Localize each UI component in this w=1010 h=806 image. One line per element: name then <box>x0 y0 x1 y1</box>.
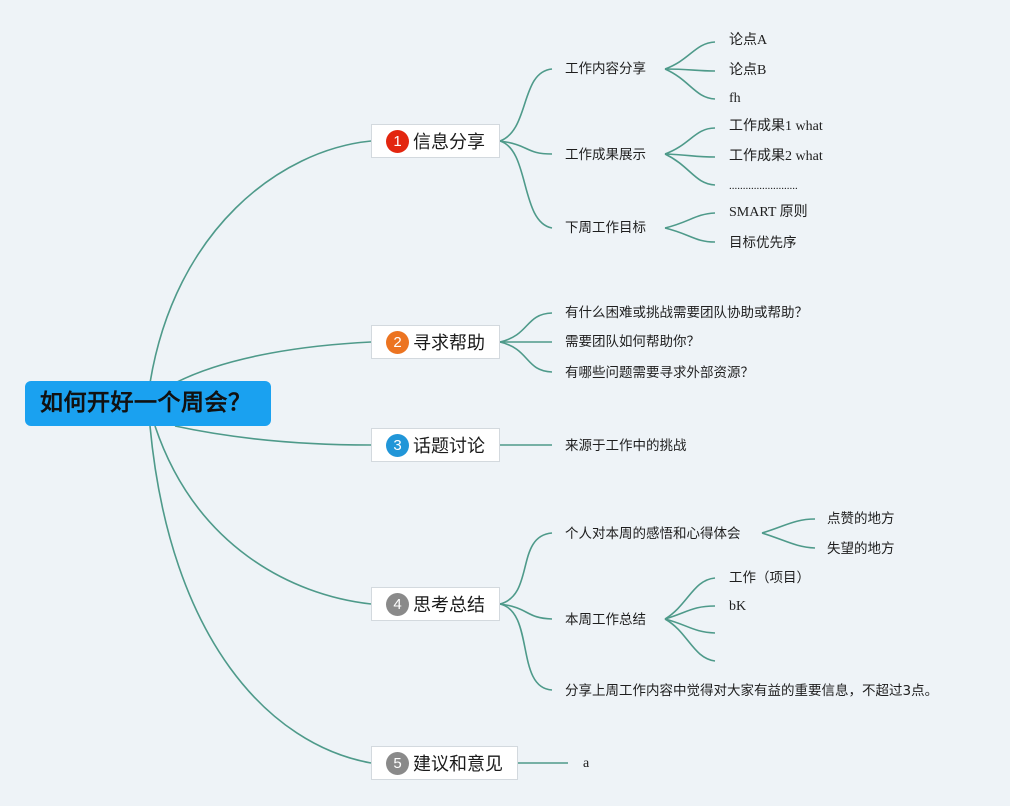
topic-suggestions[interactable]: 5 建议和意见 <box>371 746 518 780</box>
subtopic-personal-insights[interactable]: 个人对本周的感悟和心得体会 <box>565 526 741 542</box>
root-topic[interactable]: 如何开好一个周会？ <box>25 381 271 426</box>
connector-b4-c3 <box>499 603 553 691</box>
leaf-item[interactable]: bK <box>729 599 747 614</box>
number-badge: 3 <box>386 433 409 457</box>
topic-label: 话题讨论 <box>413 436 485 457</box>
topic-label: 思考总结 <box>413 595 485 616</box>
connector-b1-c2 <box>499 140 553 155</box>
leaf-item[interactable]: fh <box>729 91 741 106</box>
connector-b4-c2-u1 <box>664 577 716 620</box>
connector-b1-c1-u1 <box>664 41 716 70</box>
connector-b1-c2-u3 <box>664 153 716 186</box>
topic-reflection[interactable]: 4 思考总结 <box>371 587 500 621</box>
connector-b1-c2-u1 <box>664 127 716 155</box>
subtopic-work-challenges[interactable]: 来源于工作中的挑战 <box>565 438 687 454</box>
connector-b4-c2 <box>499 603 553 620</box>
connector-b4-c2-u2 <box>664 605 716 620</box>
connector-b4-c1-u2 <box>761 532 816 549</box>
subtopic-important-info[interactable]: 分享上周工作内容中觉得对大家有益的重要信息，不超过3点。 <box>565 683 939 699</box>
subtopic-weekly-summary[interactable]: 本周工作总结 <box>565 612 646 628</box>
topic-discussion[interactable]: 3 话题讨论 <box>371 428 500 462</box>
connector-root-b3 <box>174 425 372 446</box>
connector-b2-c3 <box>499 341 553 373</box>
leaf-item[interactable]: SMART 原则 <box>729 205 808 220</box>
number-badge: 4 <box>386 592 409 616</box>
connector-b1-c3-u2 <box>664 227 716 243</box>
connector-b4-c2-u3 <box>664 618 716 634</box>
topic-label: 信息分享 <box>413 132 485 153</box>
number-badge: 1 <box>386 129 409 153</box>
number-badge: 5 <box>386 751 409 775</box>
connector-root-b2 <box>174 341 372 384</box>
connector-b4-c2-u4 <box>664 618 716 662</box>
connector-b1-c3 <box>499 140 553 229</box>
topic-label: 建议和意见 <box>413 754 503 775</box>
connector-b2-c1 <box>499 312 553 343</box>
topic-info-sharing[interactable]: 1 信息分享 <box>371 124 500 158</box>
subtopic-work-content[interactable]: 工作内容分享 <box>565 61 646 77</box>
connector-root-b4 <box>154 425 372 605</box>
subtopic-team-help[interactable]: 需要团队如何帮助你？ <box>565 334 700 350</box>
topic-seek-help[interactable]: 2 寻求帮助 <box>371 325 500 359</box>
subtopic-difficulties[interactable]: 有什么困难或挑战需要团队协助或帮助？ <box>565 305 808 321</box>
subtopic-a[interactable]: a <box>583 756 590 771</box>
connector-b1-c1 <box>499 68 553 142</box>
connector-b1-c2-u2 <box>664 153 716 158</box>
connector-b1-c1-u2 <box>664 68 716 72</box>
leaf-item[interactable]: 论点A <box>729 33 768 48</box>
leaf-item-empty[interactable] <box>729 624 769 642</box>
leaf-item[interactable]: ......................... <box>729 180 798 192</box>
number-badge: 2 <box>386 330 409 354</box>
leaf-item[interactable]: 点赞的地方 <box>827 511 895 527</box>
connector-b1-c3-u1 <box>664 212 716 229</box>
leaf-item[interactable]: 工作（项目） <box>729 570 810 586</box>
connector-root-b5 <box>149 425 372 764</box>
leaf-item[interactable]: 失望的地方 <box>827 541 895 557</box>
connector-b1-c1-u3 <box>664 68 716 100</box>
subtopic-external-resources[interactable]: 有哪些问题需要寻求外部资源？ <box>565 365 754 381</box>
topic-label: 寻求帮助 <box>413 333 485 354</box>
subtopic-work-results[interactable]: 工作成果展示 <box>565 147 646 163</box>
connector-b4-c1-u1 <box>761 518 816 534</box>
leaf-item[interactable]: 目标优先序 <box>729 235 797 251</box>
leaf-item[interactable]: 工作成果2 what <box>729 149 823 164</box>
connector-root-b1 <box>149 140 372 384</box>
leaf-item-empty[interactable] <box>729 652 769 670</box>
leaf-item[interactable]: 论点B <box>729 63 767 78</box>
leaf-item[interactable]: 工作成果1 what <box>729 119 823 134</box>
connector-b4-c1 <box>499 532 553 605</box>
subtopic-next-week-goals[interactable]: 下周工作目标 <box>565 220 646 236</box>
